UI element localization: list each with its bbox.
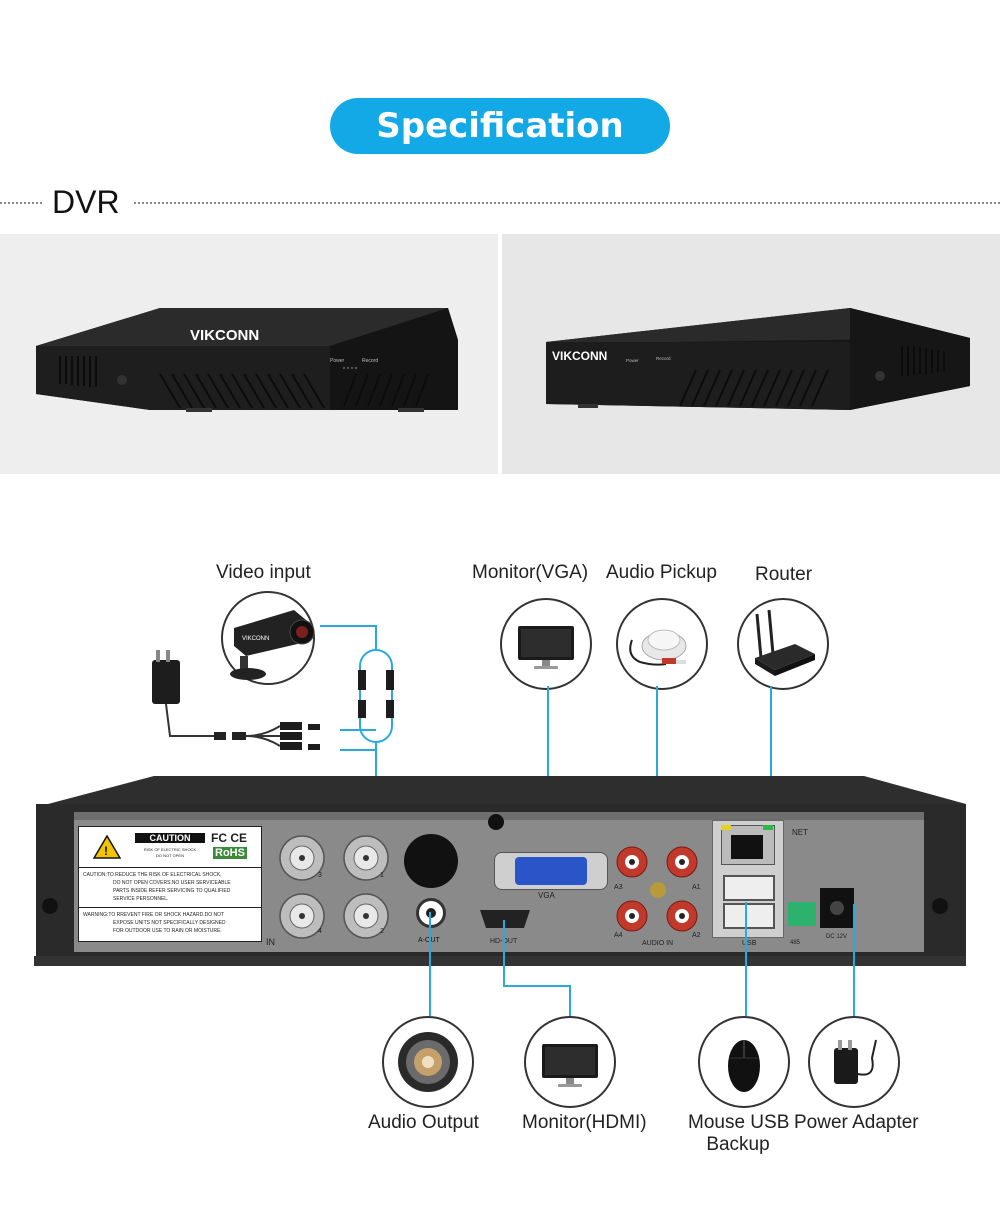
section-title: DVR: [52, 184, 120, 220]
spec-title: Specification: [376, 106, 624, 146]
label-monitor-vga: Monitor(VGA): [472, 562, 589, 583]
camera-brand: VIKCONN: [242, 636, 269, 642]
wire-usb: [745, 902, 747, 1016]
caution-sub2: DO NOT OPEN: [156, 853, 184, 858]
label-audio-pickup: Audio Pickup: [606, 562, 717, 583]
caution-title: CAUTION: [135, 833, 205, 843]
caution-sub1: RISK OF ELECTRIC SHOCK: [143, 847, 197, 852]
router-icon: [755, 609, 815, 676]
label-router: Router: [755, 564, 813, 585]
dotted-rule-left: [0, 202, 42, 204]
audio-a1-label: A1: [692, 884, 701, 891]
rs485-terminal: [788, 902, 816, 926]
usb-label: USB: [742, 940, 757, 947]
wire-hdmi: [503, 920, 571, 1016]
brand-logo-right: VIKCONN: [552, 349, 607, 363]
bnc-label-4: 4: [318, 928, 322, 935]
label-audio-output: Audio Output: [368, 1112, 479, 1133]
vga-monitor-bubble: [500, 598, 592, 690]
camera-icon: VIKCONN: [221, 591, 315, 685]
audio-out-jack: [416, 898, 446, 928]
router-bubble: [737, 598, 829, 690]
bnc-inputs: [279, 835, 389, 939]
audio-in-jacks: [616, 846, 698, 932]
mouse-icon: [728, 1040, 760, 1092]
dvr-photo-front-left: VIKCONN Power Record: [0, 234, 498, 474]
caution-line-3: PARTS INSIDE.REFER SERVICING TO QUALIFIE…: [113, 888, 231, 894]
warning-text: WARNING:TO RREVENT FIRE OR SHOCK HAZARD.…: [83, 911, 226, 935]
speaker-icon: [398, 1032, 458, 1092]
warning-line-1: WARNING:TO RREVENT FIRE OR SHOCK HAZARD.…: [83, 912, 225, 918]
label-video-input: Video input: [216, 562, 311, 583]
label-mouse-usb: Mouse USB Backup: [688, 1112, 790, 1156]
microphone-icon: [629, 629, 687, 666]
bnc-label-2: 2: [380, 928, 384, 935]
dvr-photo-front-right: VIKCONN Power Record: [502, 234, 1000, 474]
rohs-mark: RoHS: [213, 847, 247, 859]
mouse-bubble: [698, 1016, 790, 1108]
spec-title-badge: Specification: [330, 98, 670, 154]
net-label: NET: [792, 828, 808, 837]
label-power-adapter: Power Adapter: [794, 1112, 919, 1133]
power-indicator-label-right: Power: [626, 358, 639, 363]
monitor-icon: [542, 1044, 598, 1087]
audio-out-label: A-OUT: [418, 937, 440, 944]
wire-power: [853, 904, 855, 1016]
wire-vga: [547, 686, 549, 860]
label-monitor-hdmi: Monitor(HDMI): [522, 1112, 647, 1133]
brand-logo: VIKCONN: [190, 327, 259, 344]
warning-line-3: FOR OUTDOOR USE TO RAIN OR MOISTURE.: [113, 928, 222, 934]
warning-icon: !: [93, 835, 121, 859]
rs485-label: 485: [790, 940, 801, 946]
audio-output-bubble: [382, 1016, 474, 1108]
vga-port: [494, 852, 608, 890]
power-adapter-bubble: [808, 1016, 900, 1108]
label-mouse-usb-line1: Mouse USB: [688, 1112, 790, 1133]
power-adapter-icon: [834, 1039, 877, 1084]
dvr-front-left-illustration: VIKCONN Power Record: [36, 308, 458, 412]
audio-a4-label: A4: [614, 932, 623, 939]
hdmi-monitor-bubble: [524, 1016, 616, 1108]
audio-in-label: AUDIO IN: [642, 940, 674, 947]
bnc-label-3: 3: [318, 872, 322, 879]
dc-label: DC 12V: [826, 934, 848, 940]
caution-line-4: SERVICE PERSONNEL.: [113, 896, 169, 902]
monitor-icon: [518, 626, 574, 669]
caution-text: CAUTION:TO REDUCE THE RISK OF ELECTRICAL…: [83, 871, 231, 903]
power-indicator-label: Power: [330, 358, 345, 364]
dc-power-jack: [820, 888, 854, 928]
caution-sticker: ! CAUTION RISK OF ELECTRIC SHOCK DO NOT …: [78, 826, 262, 942]
record-indicator-label-right: Record: [656, 356, 671, 361]
vga-label: VGA: [538, 891, 555, 900]
dvr-front-right-illustration: VIKCONN Power Record: [546, 308, 970, 410]
label-mouse-usb-line2: Backup: [706, 1134, 770, 1155]
dotted-rule-right: [134, 202, 1000, 204]
net-usb-block: [712, 820, 784, 938]
audio-a3-label: A3: [614, 884, 623, 891]
caution-line-1: CAUTION:TO REDUCE THE RISK OF ELECTRICAL…: [83, 872, 222, 878]
rubber-plug: [404, 834, 458, 888]
wire-router: [770, 686, 772, 848]
wire-audio-output: [429, 912, 431, 1016]
wire-audio-pickup: [656, 686, 658, 858]
warning-line-2: EXPOSE UNITS NOT SPECIFICALLY DESIGNED: [113, 920, 226, 926]
caution-line-2: DO NOT OPEN COVERS.NO USER SERVICEABLE: [113, 880, 231, 886]
in-label: IN: [266, 937, 275, 947]
record-indicator-label: Record: [362, 358, 378, 364]
hdmi-port: [480, 910, 530, 928]
bnc-label-1: 1: [380, 872, 384, 879]
fcc-ce-mark: FC CE: [211, 831, 247, 845]
audio-pickup-bubble: [616, 598, 708, 690]
svg-text:!: !: [104, 844, 108, 858]
camera-power-splitter: [152, 650, 320, 750]
audio-a2-label: A2: [692, 932, 701, 939]
